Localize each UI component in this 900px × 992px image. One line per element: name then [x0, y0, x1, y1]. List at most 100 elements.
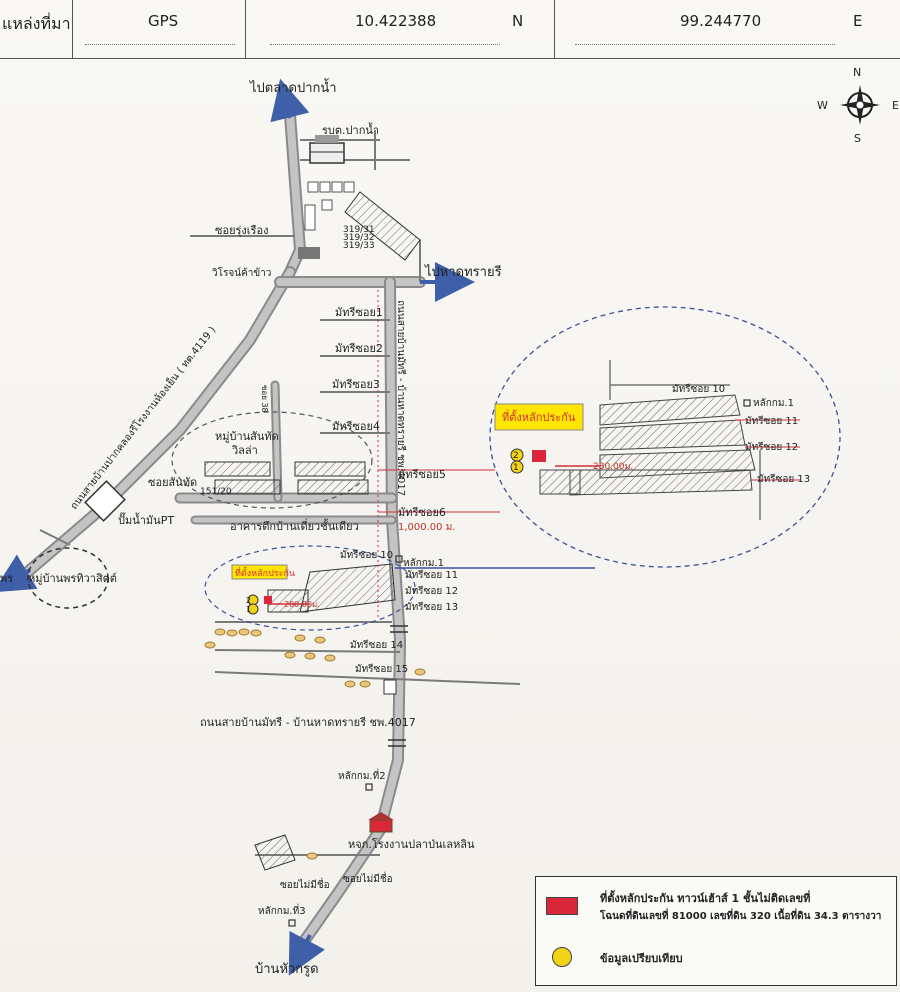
label-unit-1: 319/31: [343, 225, 375, 235]
callout-text-inset: ที่ตั้งหลักประกัน: [502, 409, 576, 424]
label-soi-14: มัทรีซอย 14: [350, 639, 403, 651]
small-building: [383, 679, 397, 695]
label-inset-marker-1: หลักกม.1: [753, 398, 794, 409]
village-2-boundary: [27, 547, 109, 609]
label-soi-3: มัทรีซอย3: [332, 378, 380, 391]
apartment-block: [344, 191, 421, 261]
label-main-road-vertical: ถนนสายบ้านมัทรี - บ้านหาดทรายรี ชพ.4017: [395, 300, 407, 496]
label-marker-3: หลักกม.ที่3: [258, 903, 306, 917]
header-divider: [245, 0, 246, 58]
label-house-no: 151/20: [200, 487, 232, 497]
label-cold-storage: หจก.โรงงานปลาป่นเลหลิน: [348, 837, 475, 851]
label-soi-15: มัทรีซอย 15: [355, 663, 408, 675]
label-village-1b: วิลล่า: [231, 444, 258, 457]
building-blocks: [304, 181, 355, 231]
label-school: รบต.ปากน้ำ: [322, 122, 379, 137]
arrow-to-paknam: [270, 78, 310, 123]
label-soi-1: มัทรีซอย1: [335, 306, 383, 319]
label-marker-1: หลักกม.1: [403, 558, 444, 569]
bottom-housing: [254, 834, 296, 871]
subject-callout-small: ที่ตั้งหลักประกัน: [231, 564, 295, 580]
inset-boundary: [489, 306, 841, 568]
label-soi-12: มัทรีซอย 12: [405, 585, 458, 597]
legend-line-2: โฉนดที่ดินเลขที่ 81000 เลขที่ดิน 320 เนื…: [600, 911, 882, 922]
gps-label: GPS: [148, 12, 179, 30]
label-unit-2: 319/32: [343, 233, 375, 243]
label-inset-num-1: 1: [513, 463, 519, 473]
label-village-1: หมู่บ้านสันทัด: [215, 430, 279, 443]
label-soi-2: มัทรีซอย2: [335, 342, 383, 355]
label-inset-soi-13: มัทรีซอย 13: [757, 473, 810, 485]
legend-line-1: ที่ตั้งหลักประกัน ทาวน์เฮ้าส์ 1 ชั้นไม่ต…: [600, 892, 811, 905]
label-road-bottom: ถนนสายบ้านมัทรี - บ้านหาดทรายรี ชพ.4017: [200, 716, 416, 729]
label-to-hat-sai-ri: ไปหาดทรายรี: [424, 264, 502, 280]
village-houses: [204, 461, 369, 495]
label-soi-no-name-2: ซอยไม่มีชื่อ: [343, 871, 393, 885]
label-num-2-small: 2: [246, 596, 251, 605]
label-inset-soi-12: มัทรีซอย 12: [745, 441, 798, 453]
label-soi-no-name-1: ซอยไม่มีชื่อ: [280, 877, 330, 891]
inset-detail: [532, 360, 800, 520]
label-soi-10: มัทรีซอย 10: [340, 549, 393, 561]
legend-subject-swatch: [546, 897, 578, 915]
label-soi-4: มัทรีซอย4: [332, 420, 380, 433]
longitude-value: 99.244770: [680, 12, 762, 30]
label-soi-11: มัทรีซอย 11: [405, 569, 458, 581]
label-soi-santat: ซอยสันทัด: [148, 476, 197, 489]
compare-point-1: [247, 603, 259, 615]
label-village-2: หมู่บ้านพรทิวาสิตต์: [28, 572, 117, 585]
legend-compare-dot: [552, 947, 572, 967]
label-inset-soi-11: มัทรีซอย 11: [745, 415, 798, 427]
label-gas-station: ปั๊มน้ำมันPT: [118, 512, 174, 527]
compass-e: E: [892, 99, 899, 112]
compass-s: S: [854, 132, 861, 145]
lon-dots: [575, 44, 835, 45]
source-label: แหล่งที่มา: [2, 14, 71, 33]
gps-dots: [85, 44, 235, 45]
label-inset-num-2: 2: [513, 451, 519, 461]
gas-station-marker: [84, 480, 126, 522]
km-marker-icons: [288, 399, 751, 927]
label-num-1-small: 1: [246, 605, 251, 614]
header-divider: [72, 0, 73, 58]
label-single-houses: อาคารตึกบ้านเดี่ยวชั้นเดียว: [230, 518, 359, 533]
label-soi-6: มัทรีซอย6: [398, 506, 446, 519]
compass-n: N: [853, 66, 861, 79]
label-distance-small: 280.00ม.: [284, 600, 320, 609]
legend-line-3: ข้อมูลเปรียบเทียบ: [600, 952, 683, 965]
label-vihan: วิโรจน์ค้าข้าว: [212, 266, 272, 279]
arrow-to-west: [0, 554, 38, 593]
label-soi-ghost: ซอย 38: [260, 385, 269, 413]
callout-text-small: ที่ตั้งหลักประกัน: [235, 566, 295, 579]
lat-dots: [270, 44, 500, 45]
arrow-to-hua-krut: [288, 931, 325, 976]
header-divider: [554, 0, 555, 58]
latitude-value: 10.422388: [355, 12, 437, 30]
compass-rose: [840, 85, 880, 125]
label-to-paknam: ไปตลาดปากน้ำ: [249, 78, 337, 96]
label-to-hua-krut: บ้านหัวกรูด: [255, 962, 319, 977]
vihan-building: [298, 247, 320, 259]
factory-building: [368, 812, 394, 833]
village-boundary: [171, 411, 373, 509]
label-distance-main: 1,000.00 ม.: [398, 522, 455, 533]
compass-w: W: [817, 99, 828, 112]
school-building: [309, 135, 345, 164]
subject-area-boundary: [204, 545, 416, 631]
label-unit-3: 319/33: [343, 241, 375, 251]
latitude-dir: N: [512, 12, 524, 30]
label-soi-5: มัทรีซอย5: [398, 468, 446, 481]
label-marker-2: หลักกม.ที่2: [338, 768, 386, 782]
label-soi-rungrueang: ซอยรุ่งเรือง: [215, 224, 268, 237]
longitude-dir: E: [853, 12, 863, 30]
label-inset-soi-10: มัทรีซอย 10: [672, 383, 725, 395]
legend-box: ที่ตั้งหลักประกัน ทาวน์เฮ้าส์ 1 ชั้นไม่ต…: [535, 876, 897, 986]
label-soi-13: มัทรีซอย 13: [405, 601, 458, 613]
label-inset-distance: 280.00ม.: [593, 462, 633, 472]
subject-callout-inset: ที่ตั้งหลักประกัน: [494, 403, 584, 431]
label-to-left: พร: [0, 572, 13, 585]
inset-compare-1: [510, 460, 524, 474]
tree-row: [204, 628, 426, 860]
